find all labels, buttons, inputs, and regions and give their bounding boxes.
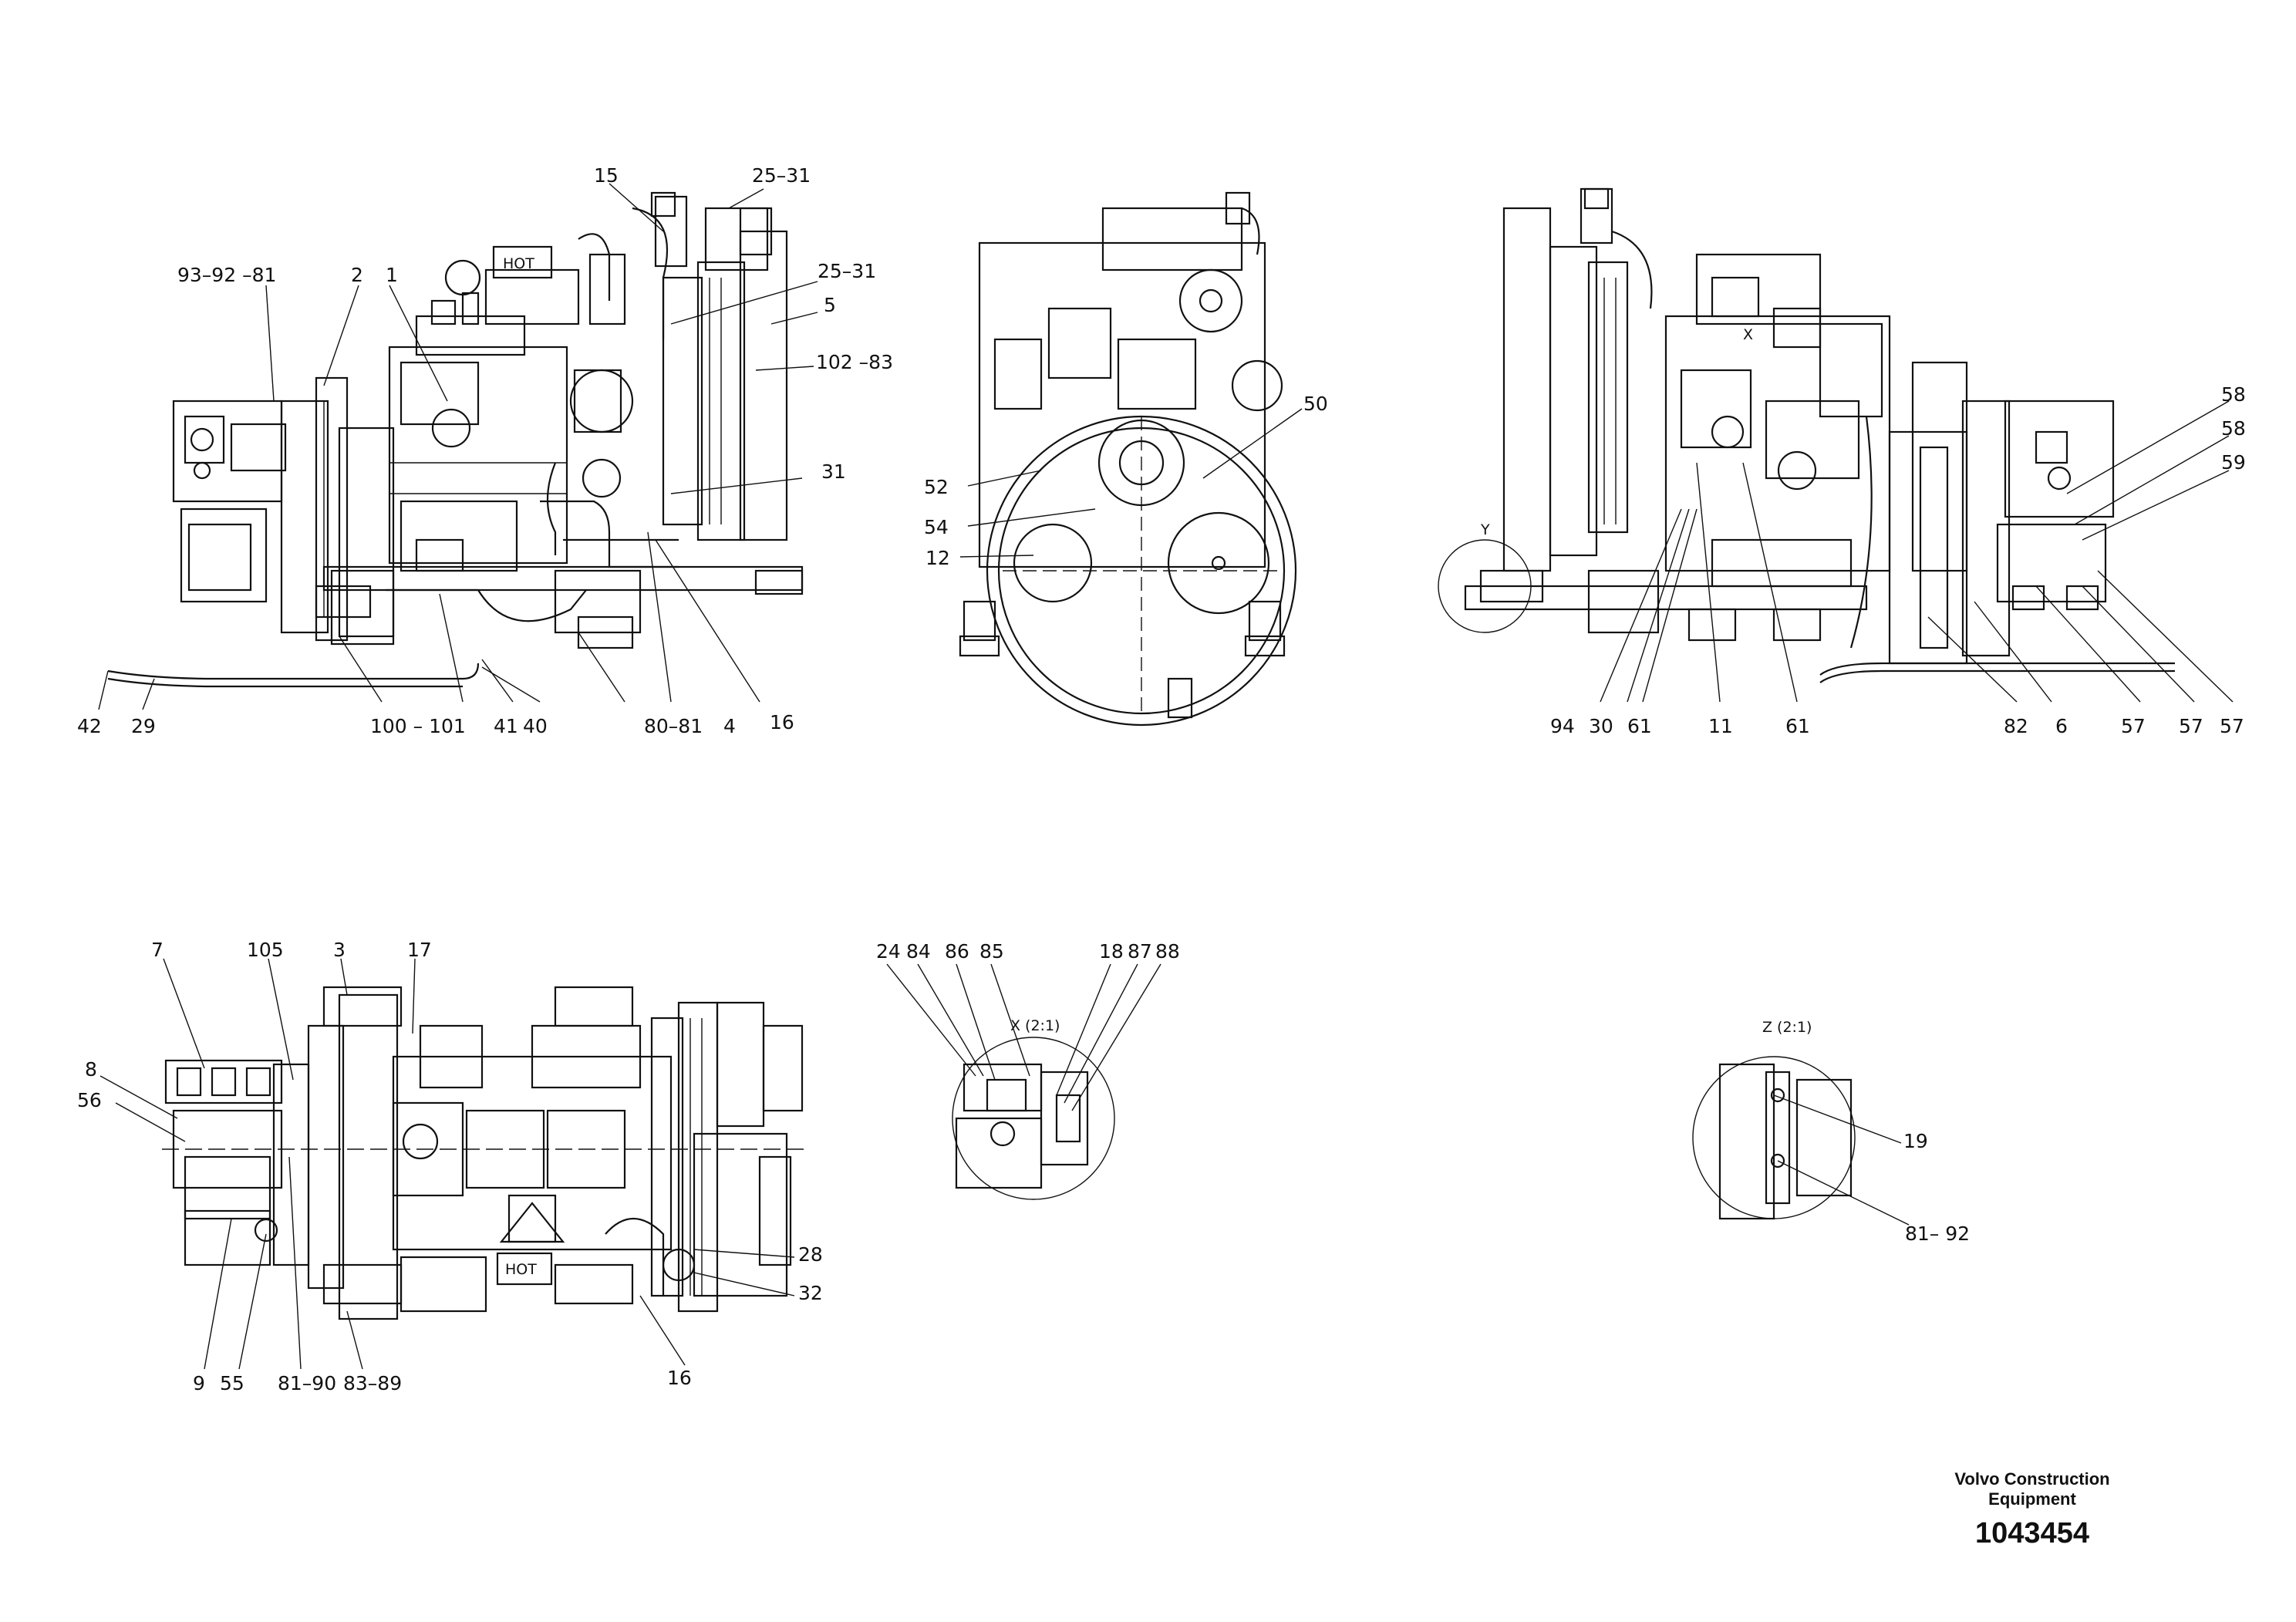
callout-3: 3 <box>333 939 346 961</box>
drawing-number: 1043454 <box>1975 1517 2089 1549</box>
callout-83-89: 83–89 <box>343 1372 402 1394</box>
callout-82: 82 <box>2004 715 2028 737</box>
callout-42: 42 <box>77 715 102 737</box>
callout-56: 56 <box>77 1089 102 1111</box>
callout-94: 94 <box>1550 715 1575 737</box>
callout-58-b: 58 <box>2221 417 2246 440</box>
callout-12: 12 <box>925 547 950 569</box>
callout-59: 59 <box>2221 451 2246 474</box>
callout-5: 5 <box>824 294 836 316</box>
callout-58-a: 58 <box>2221 383 2246 406</box>
callout-87: 87 <box>1128 940 1152 963</box>
callout-28: 28 <box>798 1243 823 1266</box>
callout-88: 88 <box>1155 940 1180 963</box>
callout-57-c: 57 <box>2220 715 2244 737</box>
hot-plate-label-top: HOT <box>505 1261 537 1278</box>
callout-16-side: 16 <box>770 711 794 733</box>
view-marker-x: X <box>1743 326 1753 343</box>
callout-105: 105 <box>247 939 284 961</box>
callout-80-81: 80–81 <box>644 715 703 737</box>
callout-18: 18 <box>1099 940 1124 963</box>
callout-17: 17 <box>407 939 432 961</box>
callout-25-31-top: 25–31 <box>752 164 811 187</box>
engine-top-view: HOT 7 105 3 17 8 <box>77 939 823 1394</box>
callout-31: 31 <box>821 460 846 483</box>
callout-19: 19 <box>1903 1130 1928 1152</box>
callout-16-top: 16 <box>667 1367 692 1389</box>
callout-29: 29 <box>131 715 156 737</box>
callout-2: 2 <box>351 264 363 286</box>
callout-81-92: 81– 92 <box>1905 1222 1970 1245</box>
callout-55: 55 <box>220 1372 244 1394</box>
callout-25-31: 25–31 <box>818 260 876 282</box>
callout-52: 52 <box>924 476 949 498</box>
engine-side-view-right: Y X 58 58 59 94 30 61 11 61 82 6 57 57 5… <box>1438 187 2246 737</box>
hot-plate-label: HOT <box>503 255 534 272</box>
callout-57-a: 57 <box>2121 715 2146 737</box>
callout-1: 1 <box>386 264 398 286</box>
callout-30: 30 <box>1589 715 1613 737</box>
engine-front-view: 50 52 54 12 <box>924 191 1328 727</box>
detail-marker-y: Y <box>1480 521 1490 538</box>
callout-100-101: 100 – 101 <box>370 715 466 737</box>
callout-84: 84 <box>906 940 931 963</box>
callout-11: 11 <box>1708 715 1733 737</box>
callout-61-a: 61 <box>1627 715 1652 737</box>
callout-4: 4 <box>723 715 736 737</box>
detail-z-label: Z (2:1) <box>1762 1019 1812 1036</box>
callout-85: 85 <box>979 940 1004 963</box>
callout-41: 41 <box>494 715 518 737</box>
callout-93-92-81: 93–92 –81 <box>177 264 276 286</box>
callout-8: 8 <box>85 1058 97 1081</box>
engine-side-view-left: HOT <box>77 164 893 737</box>
title-block: Volvo Construction Equipment 1043454 <box>1913 1469 2152 1550</box>
callout-9: 9 <box>193 1372 205 1394</box>
callout-50: 50 <box>1303 393 1328 415</box>
callout-54: 54 <box>924 516 949 538</box>
callout-86: 86 <box>945 940 969 963</box>
callout-57-b: 57 <box>2179 715 2203 737</box>
callout-81-90: 81–90 <box>278 1372 336 1394</box>
callout-6: 6 <box>2055 715 2068 737</box>
company-name-line2: Equipment <box>1988 1489 2076 1509</box>
callout-15: 15 <box>594 164 619 187</box>
callout-24: 24 <box>876 940 901 963</box>
callout-40: 40 <box>523 715 548 737</box>
callout-61-b: 61 <box>1785 715 1810 737</box>
callout-32: 32 <box>798 1282 823 1304</box>
detail-x-view: X (2:1) 24 84 86 85 18 87 88 <box>876 940 1180 1200</box>
detail-z-view: Z (2:1) 19 81– 92 <box>1692 1019 1970 1245</box>
detail-x-label: X (2:1) <box>1010 1017 1060 1034</box>
company-name-line1: Volvo Construction <box>1954 1469 2110 1489</box>
callout-102-83: 102 –83 <box>816 351 893 373</box>
callout-7: 7 <box>151 939 164 961</box>
